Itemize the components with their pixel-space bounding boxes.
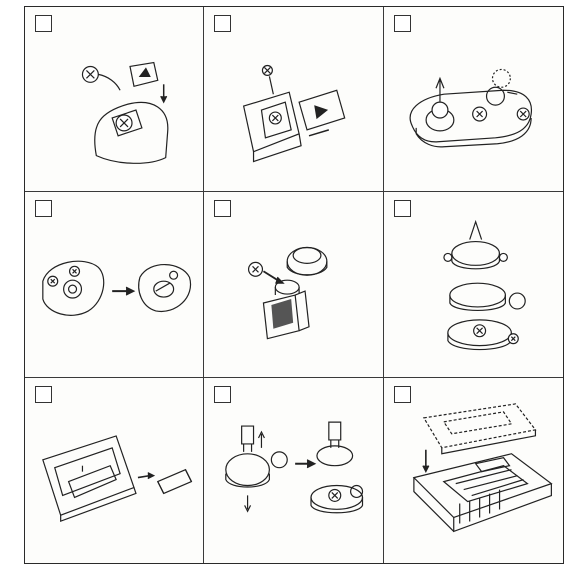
remote-coin-cell-icon [384,7,563,191]
stacked-housing-icon [384,192,563,376]
keyboard-battery-icon [384,378,563,563]
instruction-panel-5[interactable] [204,192,383,377]
instruction-sheet [24,6,564,564]
instruction-panel-4[interactable] [25,192,204,377]
instruction-grid [25,7,563,563]
instruction-panel-3[interactable] [384,7,563,192]
rotating-cover-icon [25,192,203,376]
screw-battery-cover-icon [25,7,203,191]
twist-open-housing-icon [204,378,382,563]
instruction-panel-1[interactable] [25,7,204,192]
instruction-panel-7[interactable] [25,378,204,563]
instruction-panel-9[interactable] [384,378,563,563]
battery-compartment-slide-icon [204,7,382,191]
instruction-panel-8[interactable] [204,378,383,563]
aa-battery-insert-icon [25,378,203,563]
flip-cover-icon [204,192,382,376]
instruction-panel-2[interactable] [204,7,383,192]
instruction-panel-6[interactable] [384,192,563,377]
